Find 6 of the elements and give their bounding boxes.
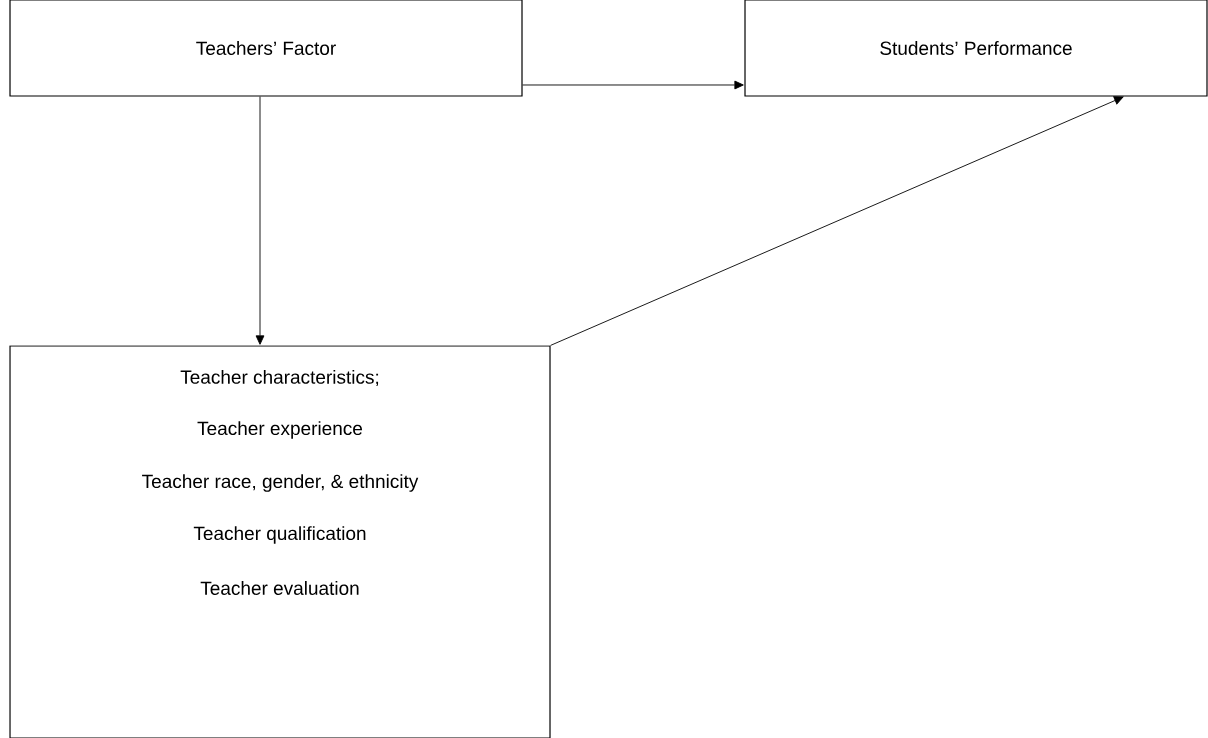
process-box: Students’ Performance xyxy=(744,0,1208,97)
process-box: Teachers’ Factor xyxy=(9,0,523,97)
list-box: Teacher characteristics; Teacher experience Teacher race, gender, & ethnicity Teacher qualification Teacher evaluation xyxy=(9,345,551,738)
arrow xyxy=(550,96,1124,346)
arrow xyxy=(255,96,265,345)
arrow xyxy=(522,80,744,90)
